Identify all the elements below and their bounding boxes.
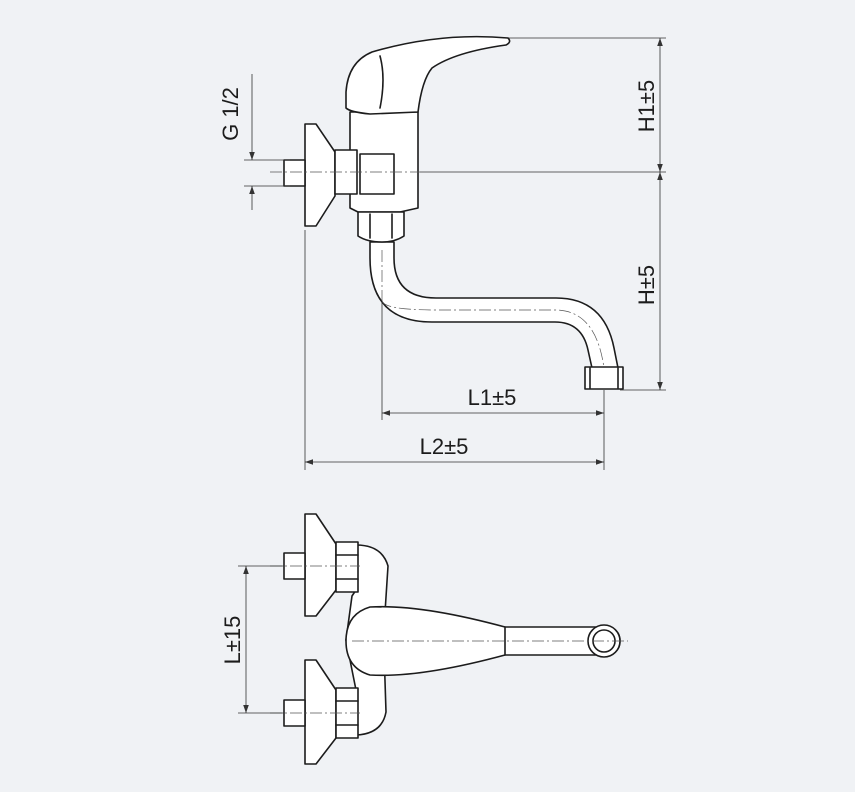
top-lever — [345, 605, 506, 677]
upper-connector-nut — [335, 541, 359, 593]
spout-tube — [369, 241, 619, 369]
l2-label: L2±5 — [420, 434, 469, 459]
l-label: L±15 — [220, 616, 245, 665]
lower-wall-flange — [304, 659, 337, 765]
h1-label: H1±5 — [634, 80, 659, 132]
spout-swivel-nut — [357, 211, 405, 243]
upper-wall-flange — [304, 513, 337, 617]
inlet-nut — [359, 153, 395, 195]
l1-label: L1±5 — [468, 385, 517, 410]
side-view: G 1/2 H1±5 H±5 L1±5 L2±5 — [218, 35, 666, 470]
inlet-pipe — [283, 159, 306, 187]
aerator — [584, 366, 624, 390]
h-label: H±5 — [634, 265, 659, 305]
wall-flange — [304, 123, 336, 227]
lever-neck-line — [379, 55, 384, 109]
top-view: L±15 — [220, 513, 628, 765]
lever-handle — [345, 35, 511, 115]
spout-axis — [381, 299, 605, 369]
g-thread-label: G 1/2 — [218, 87, 243, 141]
